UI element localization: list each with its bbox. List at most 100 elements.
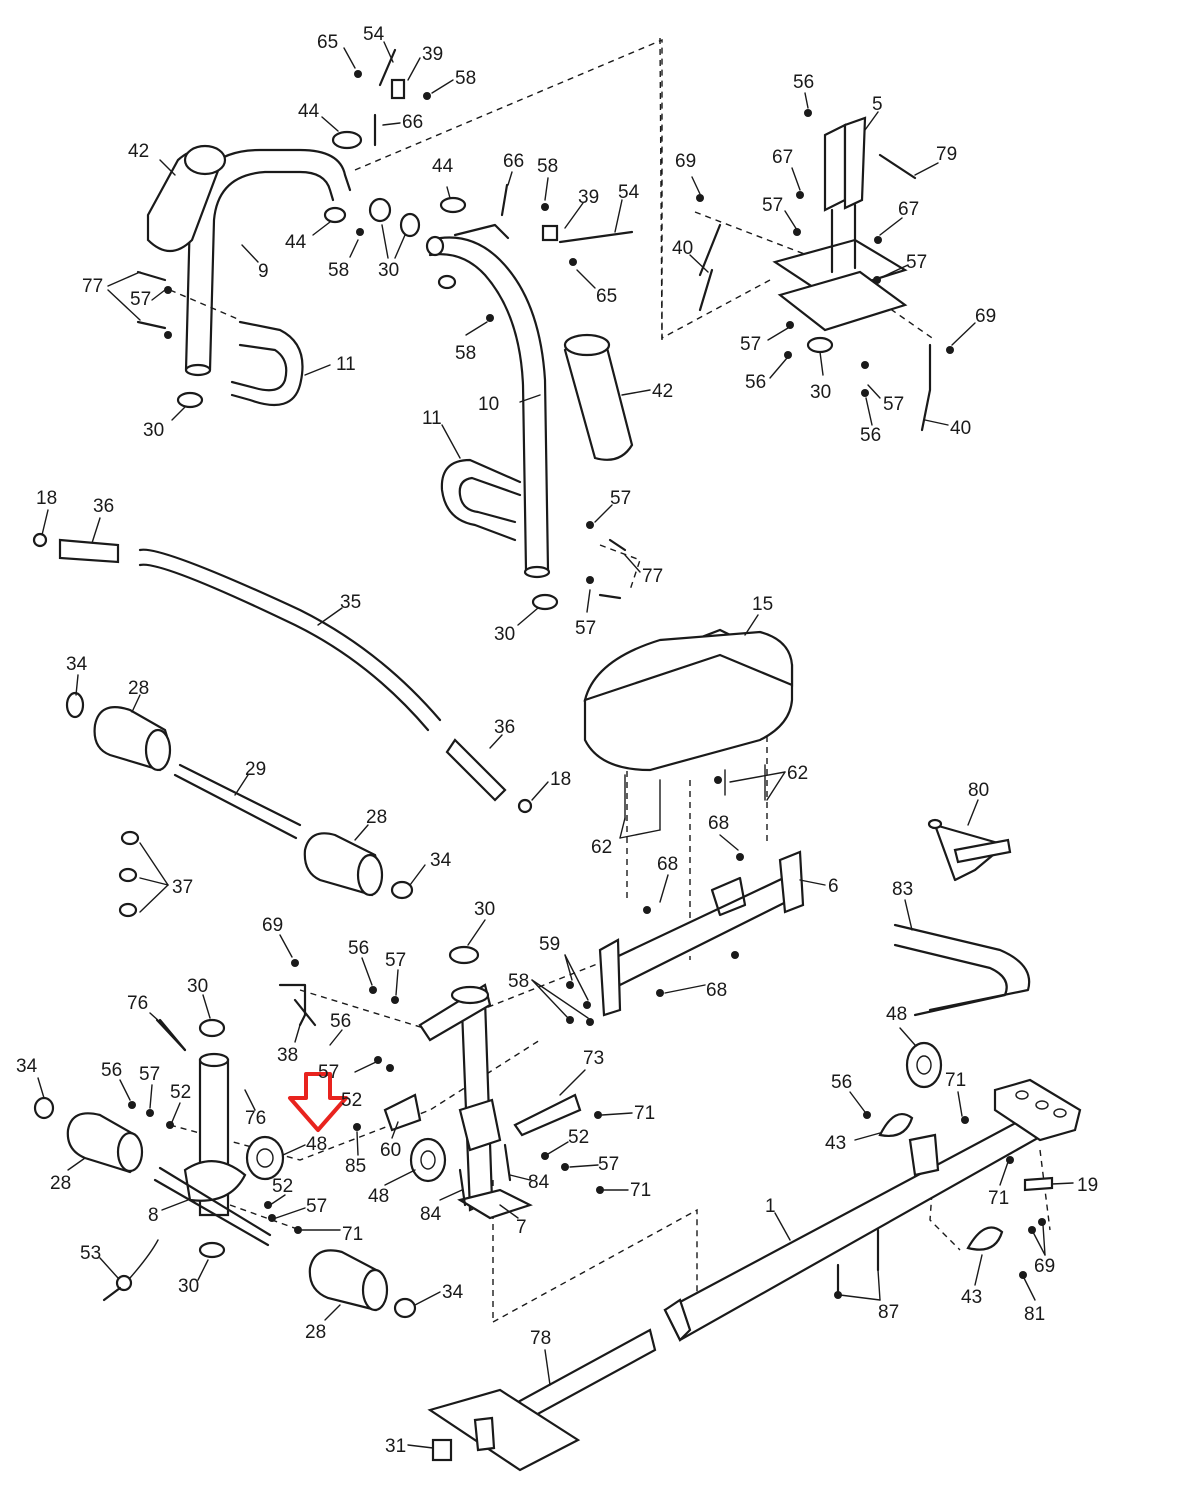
callout-label: 67 bbox=[898, 199, 919, 220]
callout-label: 59 bbox=[539, 934, 560, 955]
part-5-bracket bbox=[696, 109, 954, 432]
callout-label: 15 bbox=[752, 594, 773, 615]
callout-label: 71 bbox=[945, 1070, 966, 1091]
callout-label: 56 bbox=[793, 72, 814, 93]
part-53-pin bbox=[102, 1239, 159, 1302]
part-78-foot bbox=[427, 1328, 657, 1472]
callout-label: 29 bbox=[245, 759, 266, 780]
callout-label: 57 bbox=[385, 950, 406, 971]
callout-label: 30 bbox=[187, 976, 208, 997]
callout-labels: 65 54 39 58 44 66 42 9 44 58 30 44 66 58… bbox=[16, 24, 1098, 1457]
callout-label: 28 bbox=[366, 807, 387, 828]
callout-label: 42 bbox=[652, 381, 673, 402]
callout-label: 73 bbox=[583, 1048, 604, 1069]
callout-label: 35 bbox=[340, 592, 361, 613]
callout-label: 54 bbox=[618, 182, 640, 203]
callout-label: 28 bbox=[128, 678, 149, 699]
callout-label: 42 bbox=[128, 141, 149, 162]
callout-label: 30 bbox=[810, 382, 831, 403]
part-1-main-frame bbox=[663, 1078, 1082, 1342]
hardware-upper-left bbox=[136, 48, 431, 409]
part-8-upright bbox=[153, 983, 307, 1259]
callout-label: 37 bbox=[172, 877, 193, 898]
callout-label: 56 bbox=[330, 1011, 351, 1032]
callout-label: 52 bbox=[170, 1082, 191, 1103]
callout-label: 48 bbox=[368, 1186, 389, 1207]
callout-label: 11 bbox=[336, 354, 356, 375]
callout-label: 83 bbox=[892, 879, 913, 900]
part-7-upright bbox=[418, 945, 533, 1220]
callout-label: 84 bbox=[528, 1172, 550, 1193]
callout-label: 31 bbox=[385, 1436, 406, 1457]
callout-label: 65 bbox=[317, 32, 338, 53]
callout-label: 10 bbox=[478, 394, 499, 415]
callout-label: 78 bbox=[530, 1328, 551, 1349]
part-11-u-bar-left bbox=[230, 320, 304, 407]
callout-label: 71 bbox=[634, 1103, 655, 1124]
highlight-arrow bbox=[288, 1072, 348, 1132]
callout-label: 62 bbox=[787, 763, 808, 784]
callout-label: 60 bbox=[380, 1140, 401, 1161]
callout-label: 52 bbox=[272, 1176, 293, 1197]
callout-label: 87 bbox=[878, 1302, 899, 1323]
callout-label: 30 bbox=[474, 899, 495, 920]
callout-label: 52 bbox=[568, 1127, 589, 1148]
hardware-lower bbox=[128, 776, 1054, 1299]
callout-label: 52 bbox=[341, 1090, 362, 1111]
callout-label: 28 bbox=[305, 1322, 326, 1343]
callout-label: 85 bbox=[345, 1156, 366, 1177]
callout-label: 43 bbox=[961, 1287, 982, 1308]
callout-label: 57 bbox=[306, 1196, 327, 1217]
callout-label: 56 bbox=[860, 425, 881, 446]
callout-label: 57 bbox=[883, 394, 904, 415]
callout-label: 57 bbox=[130, 289, 151, 310]
callout-label: 77 bbox=[642, 566, 663, 587]
callout-label: 67 bbox=[772, 147, 793, 168]
callout-label: 58 bbox=[508, 971, 529, 992]
callout-label: 81 bbox=[1024, 1304, 1045, 1325]
pulleys bbox=[245, 1041, 943, 1183]
callout-label: 39 bbox=[578, 187, 599, 208]
callout-label: 71 bbox=[630, 1180, 651, 1201]
callout-label: 28 bbox=[50, 1173, 71, 1194]
callout-label: 18 bbox=[36, 488, 57, 509]
callout-label: 39 bbox=[422, 44, 443, 65]
part-15-seat bbox=[583, 628, 794, 831]
callout-label: 58 bbox=[328, 260, 349, 281]
callout-label: 57 bbox=[318, 1062, 339, 1083]
callout-label: 66 bbox=[402, 112, 423, 133]
callout-label: 76 bbox=[127, 993, 148, 1014]
callout-label: 30 bbox=[378, 260, 399, 281]
callout-label: 7 bbox=[516, 1217, 527, 1238]
callout-label: 30 bbox=[494, 624, 515, 645]
callout-label: 58 bbox=[537, 156, 558, 177]
callout-label: 18 bbox=[550, 769, 571, 790]
part-10-arm bbox=[425, 223, 551, 579]
callout-label: 36 bbox=[494, 717, 515, 738]
callout-label: 8 bbox=[148, 1205, 159, 1226]
callout-label: 34 bbox=[16, 1056, 38, 1077]
callout-label: 5 bbox=[872, 94, 883, 115]
callout-label: 30 bbox=[178, 1276, 199, 1297]
callout-label: 66 bbox=[503, 151, 524, 172]
callout-label: 57 bbox=[610, 488, 631, 509]
callout-label: 38 bbox=[277, 1045, 298, 1066]
callout-label: 19 bbox=[1077, 1175, 1098, 1196]
callout-label: 9 bbox=[258, 261, 269, 282]
callout-label: 62 bbox=[591, 837, 612, 858]
callout-label: 69 bbox=[1034, 1256, 1055, 1277]
part-83-chain bbox=[893, 923, 1031, 1017]
callout-label: 69 bbox=[675, 151, 696, 172]
callout-label: 77 bbox=[82, 276, 103, 297]
callout-label: 56 bbox=[831, 1072, 852, 1093]
callout-label: 48 bbox=[886, 1004, 907, 1025]
part-35-bar bbox=[32, 532, 533, 814]
callout-label: 84 bbox=[420, 1204, 442, 1225]
callout-label: 65 bbox=[596, 286, 617, 307]
callout-label: 6 bbox=[828, 876, 839, 897]
callout-label: 53 bbox=[80, 1243, 101, 1264]
callout-label: 71 bbox=[342, 1224, 363, 1245]
callout-label: 58 bbox=[455, 68, 476, 89]
callout-label: 44 bbox=[285, 232, 307, 253]
